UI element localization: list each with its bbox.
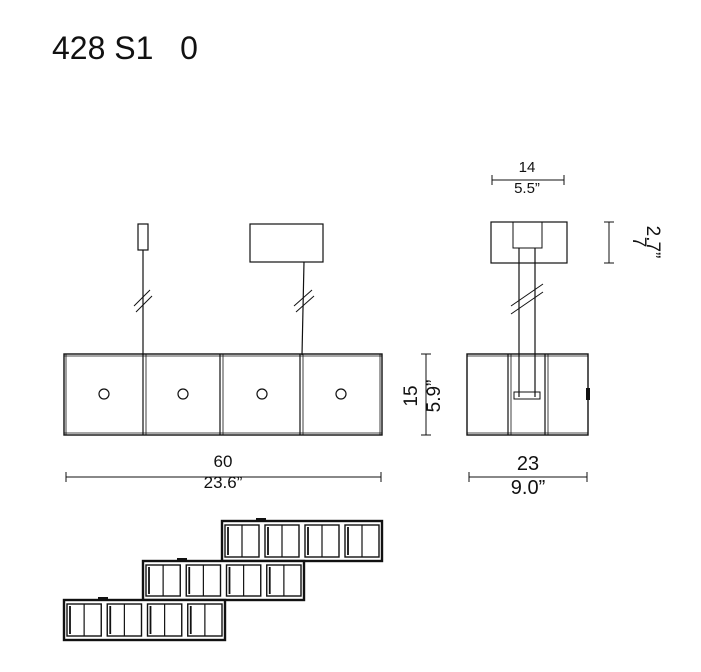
height-in-label: 5.9” bbox=[424, 380, 445, 413]
thumbnail-bottom-tab bbox=[98, 597, 108, 600]
canopy-width-dimension-line bbox=[491, 175, 565, 185]
thumbnail-top-tab bbox=[256, 518, 266, 521]
thumbnail-top bbox=[220, 518, 384, 563]
canopy-width-cm-label: 14 bbox=[519, 159, 536, 176]
thumbnail-middle-tab bbox=[177, 558, 187, 561]
thumbnail-top-frame bbox=[220, 519, 384, 563]
canopy-height-dimension-line bbox=[604, 221, 614, 264]
canopy-width-in-label: 5.5” bbox=[514, 180, 540, 197]
side-canopy bbox=[490, 221, 568, 397]
height-cm-label: 15 bbox=[401, 385, 422, 406]
front-small-canopy bbox=[133, 223, 153, 355]
front-large-canopy bbox=[249, 223, 324, 356]
thumbnail-bottom-frame bbox=[62, 598, 227, 642]
canopy-height-cm-label: 7 bbox=[628, 237, 649, 248]
thumbnail-middle bbox=[141, 558, 306, 602]
height-dimension-line bbox=[421, 353, 431, 436]
width-dimension-line bbox=[65, 472, 382, 482]
depth-dimension-line bbox=[468, 472, 588, 482]
width-in-label: 23.6” bbox=[204, 473, 243, 492]
width-cm-label: 60 bbox=[214, 452, 233, 471]
side-luminaire-body bbox=[466, 353, 590, 436]
canopy-height-in-label: 2.7” bbox=[642, 226, 663, 259]
thumbnail-middle-frame bbox=[141, 559, 306, 602]
front-luminaire-body bbox=[63, 353, 383, 436]
depth-in-label: 9.0” bbox=[511, 477, 545, 499]
thumbnail-bottom bbox=[62, 597, 227, 642]
configuration-thumbnails bbox=[62, 518, 384, 642]
depth-cm-label: 23 bbox=[517, 453, 539, 475]
model-title: 428 S1 0 bbox=[52, 30, 198, 66]
